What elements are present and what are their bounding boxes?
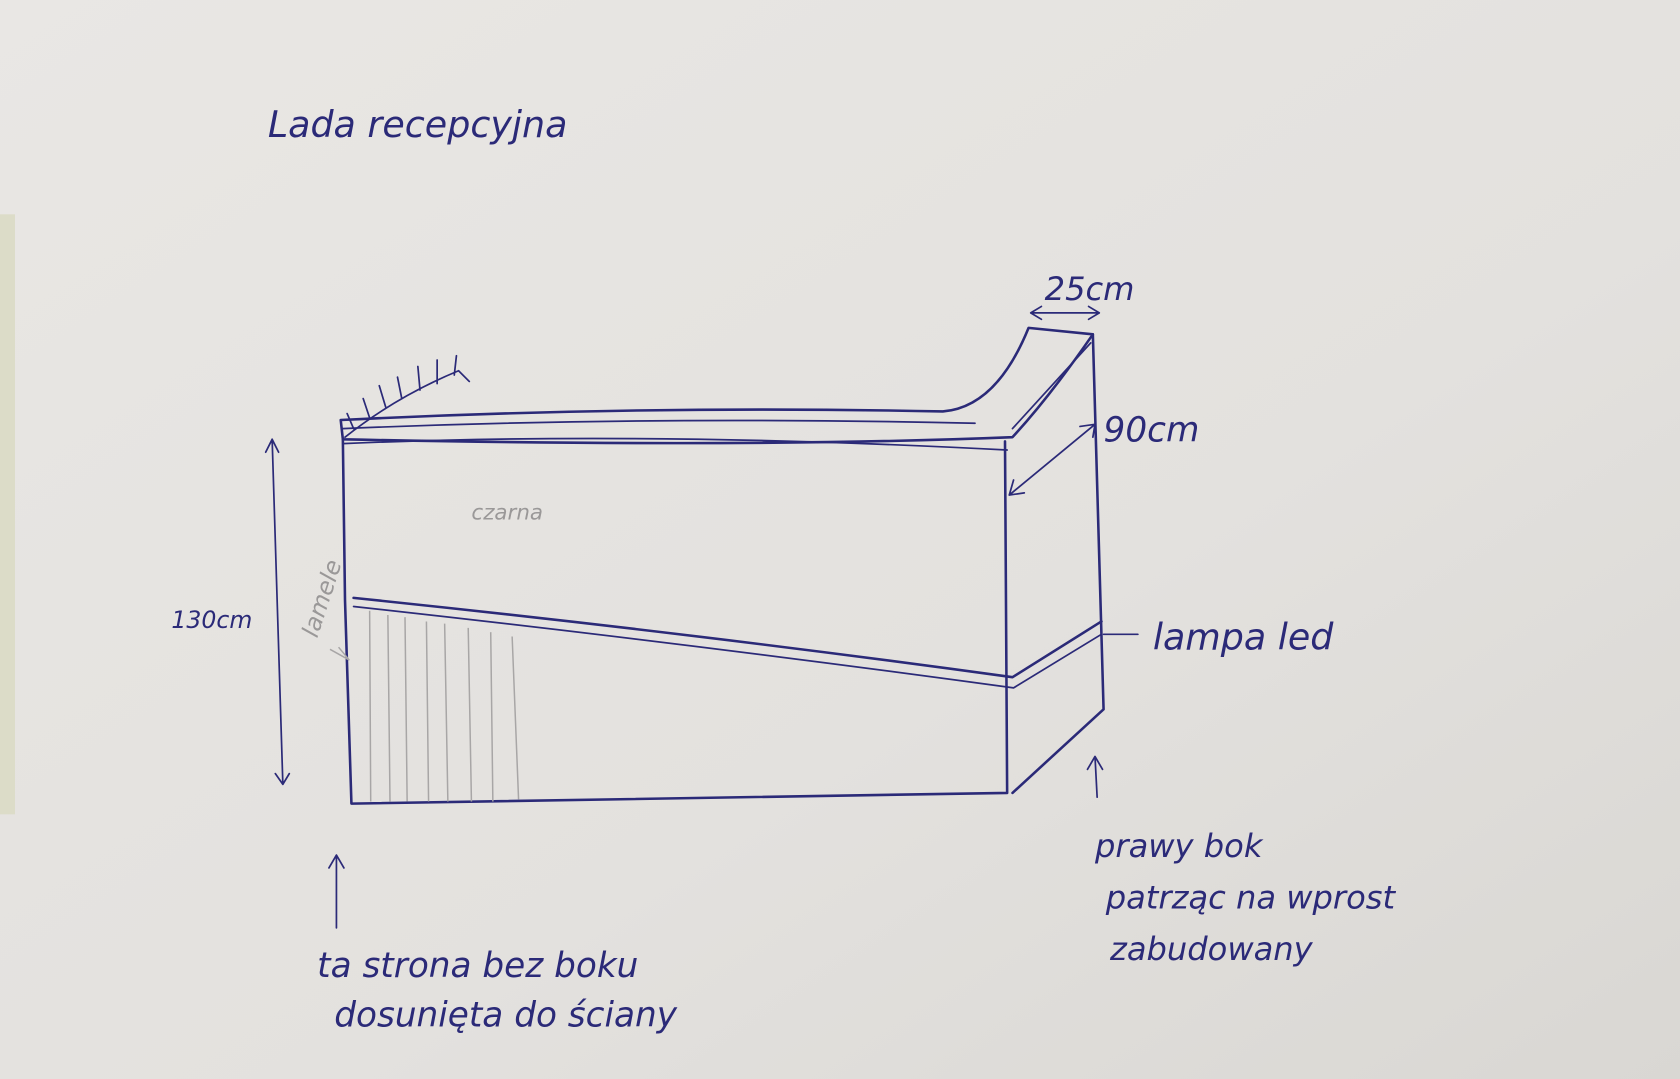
slats-arrow [329, 646, 350, 661]
lamp-label: lampa led [1153, 615, 1334, 658]
right-side-panel-edge [1011, 342, 1092, 430]
color-label: czarna [471, 501, 543, 526]
right-side-note-line: zabudowany [1109, 930, 1314, 968]
sketch-title: Lada recepcyjna [268, 103, 568, 146]
right-side-note-line: prawy bok [1094, 827, 1264, 865]
slat-lines [368, 610, 520, 802]
led-strip-line [352, 605, 1103, 689]
height-arrow [264, 438, 291, 786]
height-label: 130cm [171, 606, 252, 634]
top-left-hatching [344, 354, 471, 439]
right-side-note: prawy bok patrząc na wprost zabudowany [1094, 827, 1405, 968]
left-side-note-line: dosunięta do ściany [334, 995, 677, 1035]
left-side-note-line: ta strona bez boku [317, 946, 638, 986]
right-side-note-line: patrząc na wprost [1105, 879, 1397, 917]
left-side-note: ta strona bez boku dosunięta do ściany [317, 946, 678, 1035]
right-side-arrow [1086, 755, 1104, 799]
width-arrow [1029, 305, 1101, 321]
slat-pencil-strokes [368, 610, 520, 802]
right-side-panel-outline [1011, 333, 1105, 795]
countertop-edge-line [342, 437, 1008, 451]
depth-label: 90cm [1104, 410, 1200, 450]
desk-drawing [339, 326, 1105, 805]
led-strip-line [352, 596, 1103, 679]
paper-edge [0, 214, 15, 815]
width-label: 25cm [1045, 270, 1135, 308]
left-side-arrow [328, 854, 345, 929]
depth-arrow [1008, 423, 1096, 496]
countertop-edge-line [342, 419, 976, 430]
